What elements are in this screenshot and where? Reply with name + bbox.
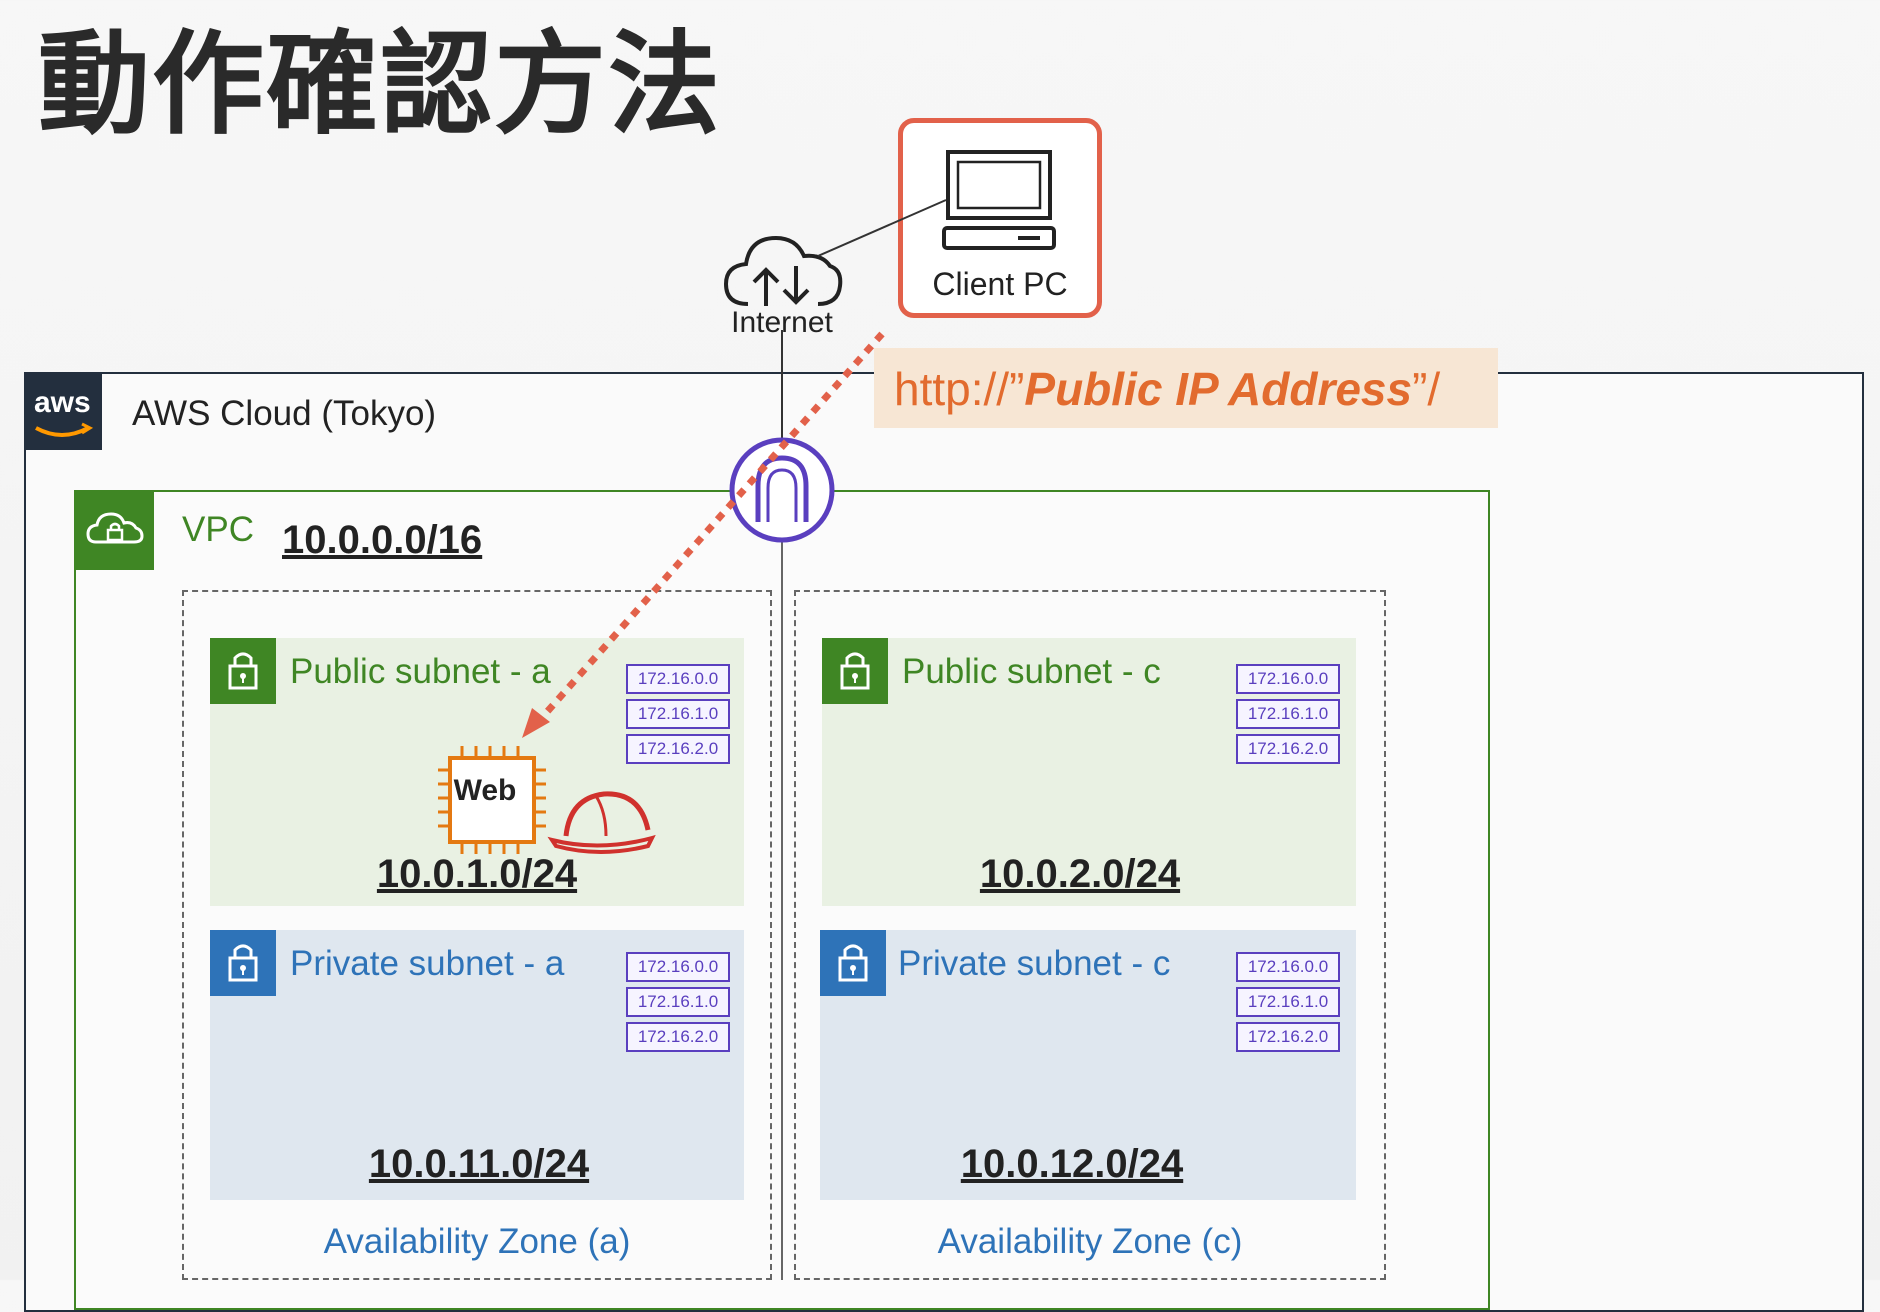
public-subnet-c-label: Public subnet - c: [902, 652, 1161, 691]
route-entry: 172.16.2.0: [626, 734, 730, 764]
private-subnet-c-label: Private subnet - c: [898, 944, 1171, 983]
http-request-arrowhead: [522, 708, 550, 738]
hard-hat-icon: [547, 791, 656, 854]
availability-zone-a-label: Availability Zone (a): [323, 1222, 631, 1261]
desktop-computer-icon: [942, 150, 1056, 250]
public-subnet-a-cidr: 10.0.1.0/24: [376, 852, 578, 896]
route-table-public-a: 172.16.0.0 172.16.1.0 172.16.2.0: [626, 664, 730, 769]
url-callout: [874, 348, 1498, 428]
route-entry: 172.16.1.0: [626, 987, 730, 1017]
private-subnet-a-cidr: 10.0.11.0/24: [368, 1142, 590, 1186]
ec2-chip-icon: [438, 746, 546, 854]
aws-cloud-label: AWS Cloud (Tokyo): [132, 394, 437, 433]
route-table-private-a: 172.16.0.0 172.16.1.0 172.16.2.0: [626, 952, 730, 1057]
public-subnet-a-label: Public subnet - a: [290, 652, 551, 691]
url-emphasis: Public IP Address: [1024, 363, 1413, 415]
route-entry: 172.16.0.0: [1236, 952, 1340, 982]
page-title: 動作確認方法: [38, 20, 722, 150]
route-entry: 172.16.0.0: [1236, 664, 1340, 694]
route-table-public-c: 172.16.0.0 172.16.1.0 172.16.2.0: [1236, 664, 1340, 769]
connectors-layer: [522, 199, 947, 1280]
padlock-icon: [210, 930, 276, 996]
vpc-cloud-lock-icon: [74, 490, 154, 570]
client-pc-label: Client PC: [932, 266, 1068, 302]
client-internet-connector: [817, 199, 947, 257]
route-entry: 172.16.1.0: [626, 699, 730, 729]
vpc-cidr: 10.0.0.0/16: [282, 518, 483, 562]
url-suffix: ”/: [1412, 363, 1441, 415]
url-text: http://”Public IP Address”/: [894, 362, 1440, 416]
aws-logo-smile-icon: [35, 422, 94, 437]
route-entry: 172.16.2.0: [1236, 1022, 1340, 1052]
route-entry: 172.16.0.0: [626, 952, 730, 982]
cloud-upload-download-icon: [723, 235, 843, 306]
private-subnet-c-cidr: 10.0.12.0/24: [960, 1142, 1184, 1186]
route-entry: 172.16.2.0: [626, 1022, 730, 1052]
http-request-arrow: [535, 331, 885, 725]
route-entry: 172.16.0.0: [626, 664, 730, 694]
aws-logo-text: aws: [34, 386, 91, 419]
url-prefix: http://”: [894, 363, 1025, 415]
availability-zone-c: [794, 590, 1386, 1280]
private-subnet-a-label: Private subnet - a: [290, 944, 565, 983]
padlock-icon: [822, 638, 888, 704]
availability-zone-a: [182, 590, 772, 1280]
route-entry: 172.16.1.0: [1236, 699, 1340, 729]
availability-zone-c-label: Availability Zone (c): [937, 1222, 1243, 1261]
padlock-icon: [210, 638, 276, 704]
route-table-private-c: 172.16.0.0 172.16.1.0 172.16.2.0: [1236, 952, 1340, 1057]
padlock-icon: [820, 930, 886, 996]
vpc-label: VPC: [182, 510, 254, 549]
web-server-label: Web: [453, 774, 517, 807]
internet-gateway-icon: [729, 437, 835, 543]
route-entry: 172.16.1.0: [1236, 987, 1340, 1017]
route-entry: 172.16.2.0: [1236, 734, 1340, 764]
public-subnet-c-cidr: 10.0.2.0/24: [979, 852, 1181, 896]
